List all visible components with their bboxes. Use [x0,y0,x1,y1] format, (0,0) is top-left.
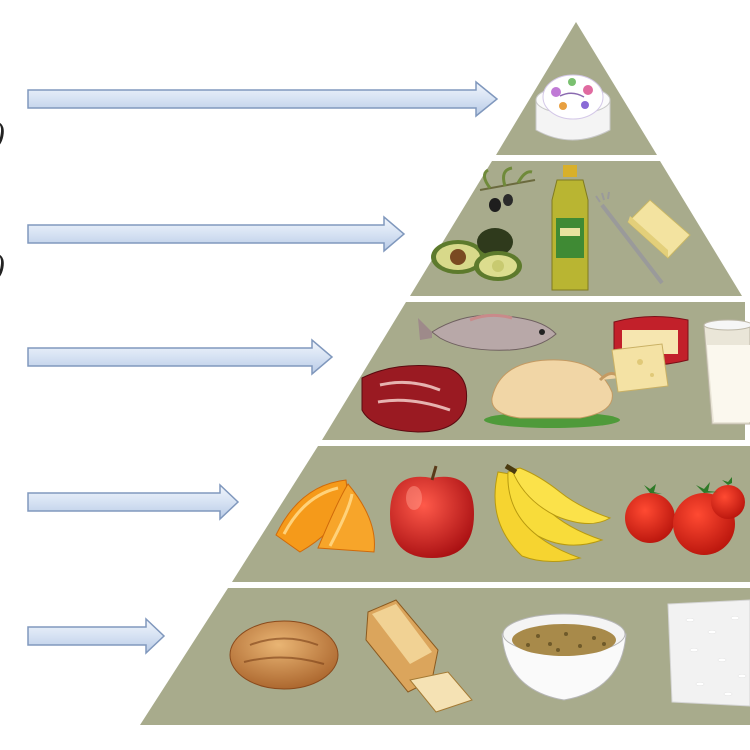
grain-bowl-icon [501,613,627,701]
sliced-bread-icon [365,599,473,713]
fish-icon [418,313,557,351]
arrow-to-sweets [27,80,499,118]
butter-icon [595,191,691,285]
arrow-to-fruits-and-vegetables [27,483,240,521]
edge-mark-1: ) [0,118,6,153]
bread-loaf-icon [229,620,339,690]
chicken-icon [484,359,622,428]
arrow-to-fats-and-oils [27,215,406,253]
cheese-icon [611,315,689,393]
rice-icon [667,599,750,707]
edge-mark-2: ) [0,250,6,285]
arrow-to-grains [27,617,166,655]
steak-icon [361,365,468,433]
avocado-icon [431,228,522,281]
tomatoes-icon [625,477,745,555]
cake-icon [535,74,611,141]
orange-slices-icon [275,479,375,553]
arrow-to-protein-and-dairy [27,338,334,376]
bananas-icon [494,463,612,562]
olives-icon [479,166,536,212]
oil-bottle-icon [551,165,589,291]
milk-glass-icon [703,319,750,425]
arrows [27,80,499,655]
apple-icon [390,465,474,558]
